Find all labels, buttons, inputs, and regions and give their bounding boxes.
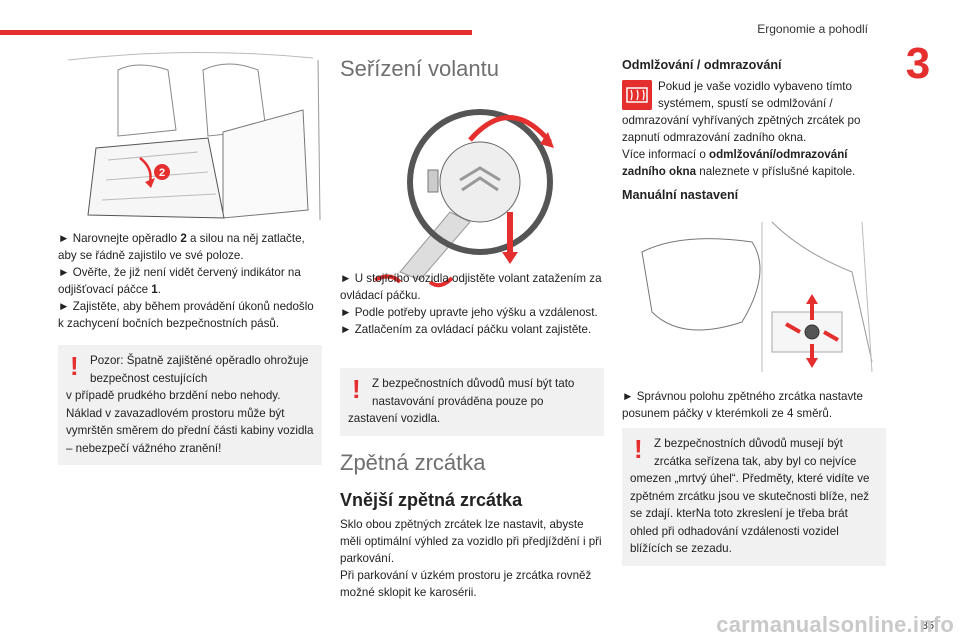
page-number: 35 — [921, 620, 934, 632]
warning-box: ! Z bezpečnostních důvodů musejí být zrc… — [622, 428, 886, 566]
warning-box: ! Pozor: Špatně zajištěné opěradlo ohrož… — [58, 345, 322, 465]
warning-text-rest: omezen „mrtvý úhel“. Předměty, které vid… — [630, 472, 870, 555]
steering-step-1: ► U stojícího vozidla odjistěte volant z… — [340, 272, 602, 302]
warning-text-first: Z bezpečnostních důvodů musí být tato na… — [372, 377, 575, 408]
heading-mirrors: Zpětná zrcátka — [340, 450, 486, 475]
warning-icon: ! — [70, 351, 79, 381]
warning-text-rest: v případě prudkého brzdění nebo nehody. … — [66, 389, 314, 455]
warning-text-first: Z bezpečnostních důvodů musejí být zrcát… — [654, 437, 857, 468]
watermark: carmanualsonline.info — [716, 612, 954, 637]
mirrors-para-1: Sklo obou zpětných zrcátek lze nastavit,… — [340, 518, 602, 565]
seat-back-illustration: 2 — [58, 50, 322, 224]
steering-wheel-illustration — [374, 109, 554, 288]
header-accent-bar — [0, 30, 472, 35]
section-title: Ergonomie a pohodlí — [757, 22, 868, 36]
badge-label: 2 — [159, 167, 165, 179]
step-2: ► Ověřte, že již není vidět červený indi… — [58, 266, 301, 296]
defrost-icon — [622, 80, 652, 110]
heading-defrost: Odmlžování / odmrazování — [622, 58, 782, 72]
heading-outer-mirrors: Vnější zpětná zrcátka — [340, 490, 523, 510]
manual-step: ► Správnou polohu zpětného zrcátka nasta… — [622, 390, 863, 420]
warning-icon: ! — [634, 434, 643, 464]
chapter-number: 3 — [905, 39, 931, 88]
warning-text-rest: zastavení vozidla. — [348, 412, 441, 425]
defrost-text-block: Pokud je vaše vozidlo vybaveno tímto sys… — [622, 80, 861, 178]
defrost-text: Pokud je vaše vozidlo vybaveno tímto sys… — [622, 80, 861, 144]
mirror-adjust-illustration — [641, 221, 873, 372]
heading-steering: Seřízení volantu — [340, 56, 499, 81]
mirrors-para-2: Při parkování v úzkém prostoru je zrcátk… — [340, 569, 592, 599]
step-1: ► Narovnejte opěradlo 2 a silou na něj z… — [58, 232, 305, 262]
warning-text-first: Pozor: Špatně zajištěné opěradlo ohrožuj… — [90, 354, 309, 385]
heading-manual: Manuální nastavení — [622, 188, 739, 202]
warning-icon: ! — [352, 374, 361, 404]
steering-step-2: ► Podle potřeby upravte jeho výšku a vzd… — [340, 306, 598, 319]
steering-step-3: ► Zatlačením za ovládací páčku volant za… — [340, 323, 592, 336]
warning-box: ! Z bezpečnostních důvodů musí být tato … — [340, 368, 604, 436]
step-3: ► Zajistěte, aby během provádění úkonů n… — [58, 300, 314, 330]
